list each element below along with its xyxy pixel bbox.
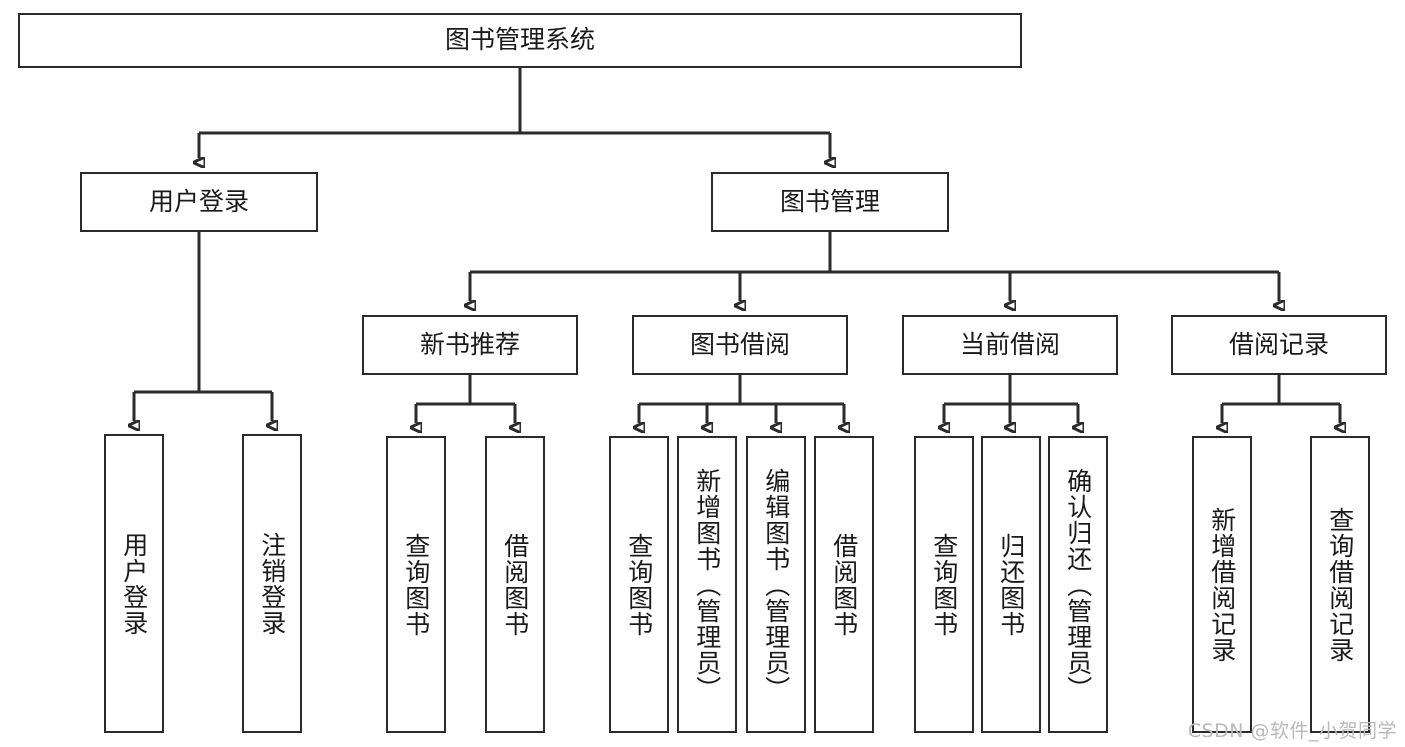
leaf-label: 注销登录 <box>257 531 287 636</box>
leaf-return-book[interactable]: 归还图书 <box>981 436 1041 733</box>
leaf-borrow-book-recommend[interactable]: 借阅图书 <box>485 436 545 733</box>
leaf-label: 用户登录 <box>119 531 149 636</box>
leaf-label: 新增图书（管理员） <box>692 467 722 702</box>
node-current-borrow[interactable]: 当前借阅 <box>902 315 1118 375</box>
leaf-label: 查询借阅记录 <box>1325 506 1355 663</box>
node-label: 图书借阅 <box>689 329 790 359</box>
node-label: 当前借阅 <box>959 329 1060 359</box>
leaf-label: 借阅图书 <box>829 532 859 637</box>
leaf-add-book-admin[interactable]: 新增图书（管理员） <box>677 436 737 733</box>
csdn-watermark: CSDN @软件_小贺同学 <box>1187 720 1397 742</box>
node-label: 图书管理 <box>779 186 880 216</box>
node-label: 新书推荐 <box>419 329 520 359</box>
leaf-label: 借阅图书 <box>500 532 530 637</box>
leaf-borrow-book[interactable]: 借阅图书 <box>814 436 874 733</box>
leaf-query-book-recommend[interactable]: 查询图书 <box>386 436 446 733</box>
leaf-query-book-borrow[interactable]: 查询图书 <box>609 436 669 733</box>
node-label: 用户登录 <box>148 186 249 216</box>
leaf-label: 归还图书 <box>996 532 1026 637</box>
node-label: 图书管理系统 <box>444 25 595 55</box>
node-book-borrow[interactable]: 图书借阅 <box>632 315 848 375</box>
leaf-label: 查询图书 <box>401 532 431 637</box>
leaf-logout[interactable]: 注销登录 <box>242 434 302 733</box>
leaf-label: 编辑图书（管理员） <box>761 467 791 702</box>
leaf-label: 查询图书 <box>624 532 654 637</box>
node-book-management[interactable]: 图书管理 <box>711 172 949 232</box>
node-user-login[interactable]: 用户登录 <box>80 172 318 232</box>
leaf-query-borrow-record[interactable]: 查询借阅记录 <box>1310 436 1370 733</box>
leaf-query-book-current[interactable]: 查询图书 <box>914 436 974 733</box>
leaf-label: 确认归还（管理员） <box>1063 467 1093 702</box>
leaf-user-login[interactable]: 用户登录 <box>104 434 164 733</box>
node-root-book-management-system[interactable]: 图书管理系统 <box>18 13 1022 68</box>
leaf-label: 查询图书 <box>929 532 959 637</box>
leaf-label: 新增借阅记录 <box>1207 506 1237 663</box>
leaf-confirm-return-admin[interactable]: 确认归还（管理员） <box>1048 436 1108 733</box>
leaf-add-borrow-record[interactable]: 新增借阅记录 <box>1192 436 1252 733</box>
leaf-edit-book-admin[interactable]: 编辑图书（管理员） <box>746 436 806 733</box>
node-new-book-recommendation[interactable]: 新书推荐 <box>362 315 578 375</box>
node-label: 借阅记录 <box>1228 329 1329 359</box>
node-borrow-record[interactable]: 借阅记录 <box>1171 315 1387 375</box>
